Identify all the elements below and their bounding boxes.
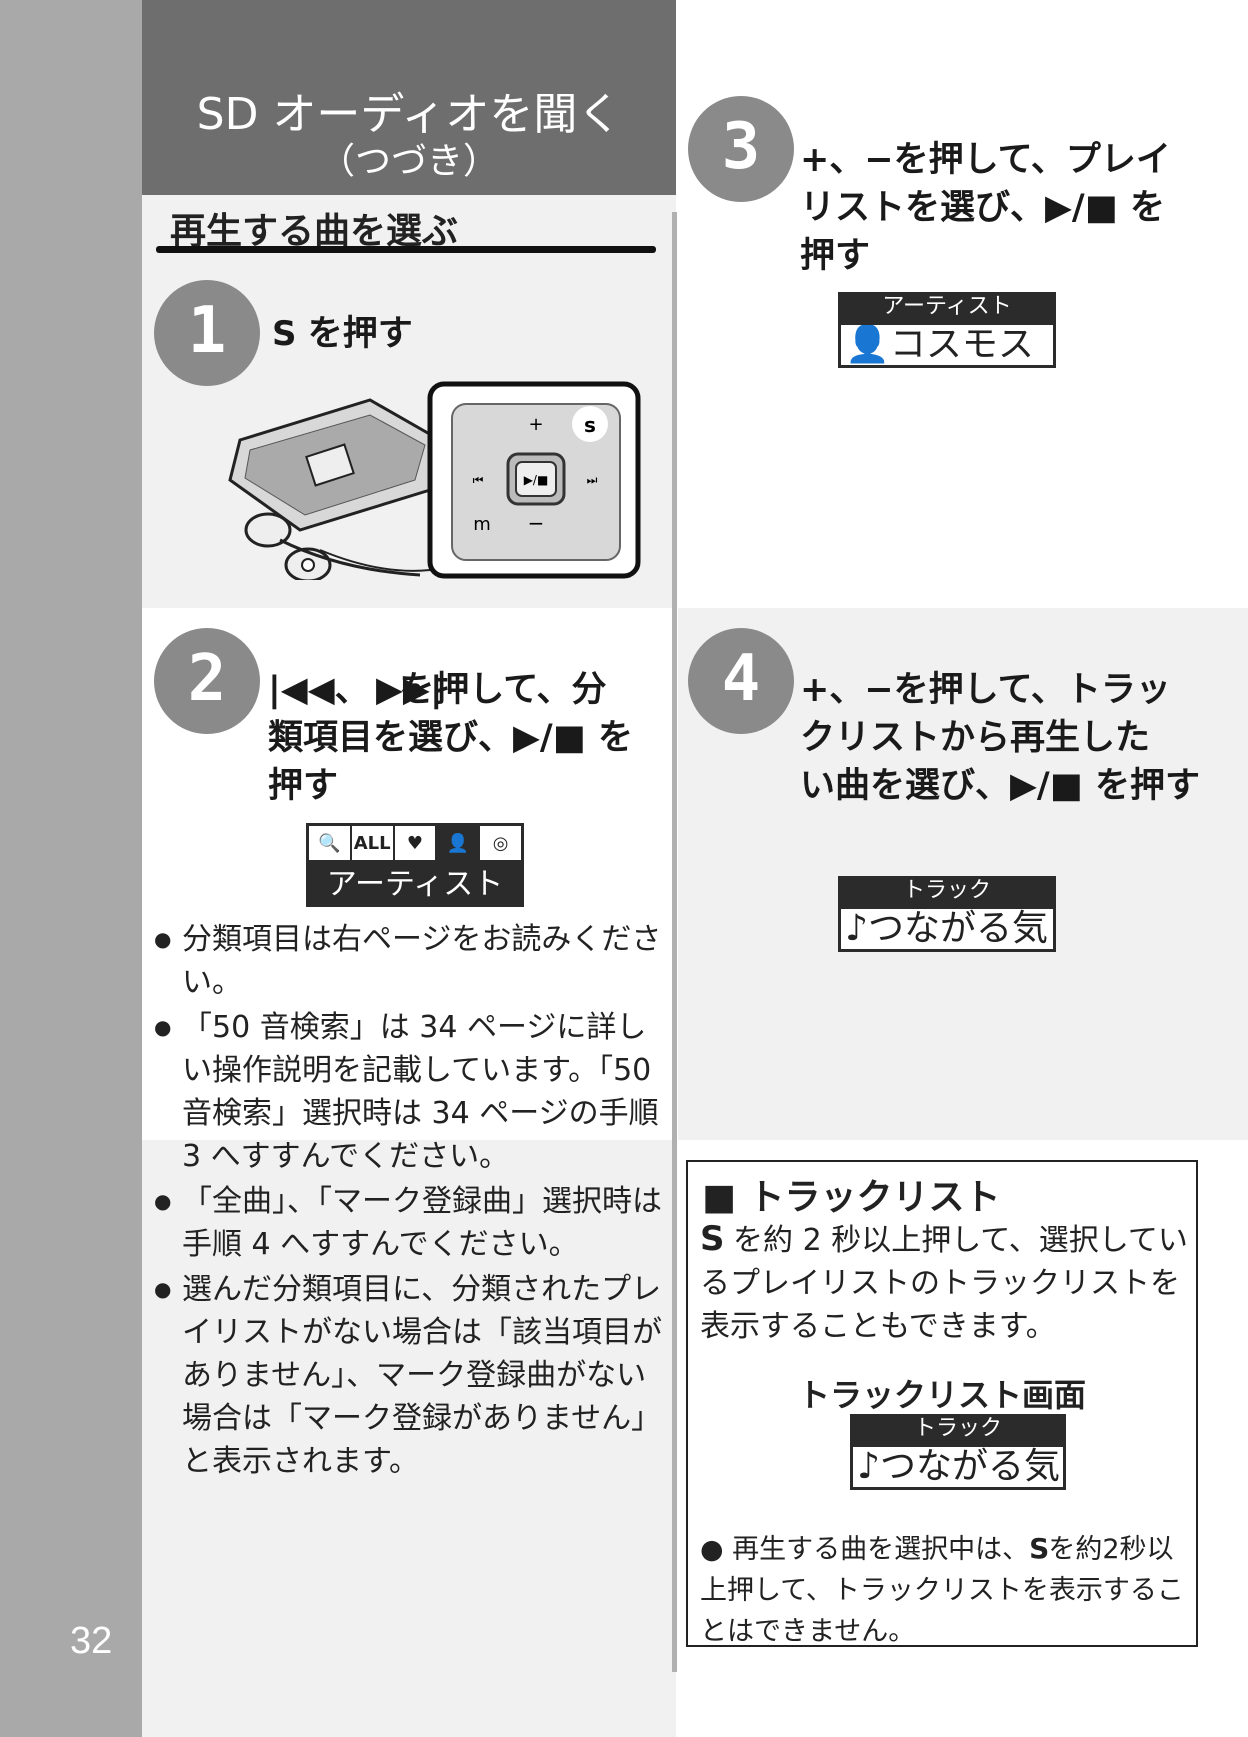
next-track-icon: ▶▶| <box>376 670 443 710</box>
track-list-title: ■ トラックリスト <box>702 1177 1001 1218</box>
s-button-icon: S <box>1029 1532 1049 1565</box>
column-divider <box>672 212 677 1672</box>
list-item: ●分類項目は右ページをお読みください。 <box>154 922 662 1000</box>
step-2-text: |◀◀、 を押して、分 類項目を選び、▶/■ を 押す <box>268 670 633 806</box>
screen-header: アーティスト <box>882 294 1012 319</box>
step-1-badge: 1 <box>154 280 260 386</box>
page-subtitle: （つづき） <box>318 141 499 182</box>
page-title: SD オーディオを聞く <box>196 89 622 140</box>
screen-header: トラック <box>913 1416 1002 1441</box>
device-illustration: s + − m ⏮ ⏭ ▶/■ <box>228 381 641 580</box>
list-item: ●「50 音検索」は 34 ページに詳しい操作説明を記載しています。「50 音検… <box>154 1010 659 1174</box>
step-3-text: +、−を押して、プレイ リストを選び、▶/■ を 押す <box>800 140 1171 276</box>
svg-text:▶/■: ▶/■ <box>524 473 549 487</box>
svg-text:s: s <box>584 413 596 437</box>
prev-button: ⏮ <box>473 473 484 487</box>
notes-list: ●分類項目は右ページをお読みください。 ●「50 音検索」は 34 ページに詳し… <box>150 918 670 1485</box>
player-body-icon <box>228 398 442 532</box>
page-number: 32 <box>70 1620 113 1662</box>
track-list-note: ● 再生する曲を選択中は、Sを約2秒以上押して、トラックリストを表示することはで… <box>700 1528 1190 1652</box>
screen-header: トラック <box>902 878 991 903</box>
earphone-icon <box>244 512 431 580</box>
step-2-badge: 2 <box>154 628 260 734</box>
track-list-description: S を約 2 秒以上押して、選択しているプレイリストのトラックリストを表示するこ… <box>700 1219 1188 1344</box>
step-4-screen: トラック ♪つながる気 <box>838 876 1056 952</box>
s-button-zoom-icon <box>572 406 608 442</box>
track-list-screen-heading: トラックリスト画面 <box>797 1376 1086 1414</box>
artist-icon: 👤 <box>437 826 479 860</box>
disc-icon: ◎ <box>480 826 521 860</box>
prev-track-icon: |◀◀ <box>268 670 335 710</box>
m-button: m <box>473 514 491 535</box>
step-4-badge: 4 <box>688 628 794 734</box>
step-3-badge: 3 <box>688 96 794 202</box>
section-heading: 再生する曲を選ぶ <box>170 211 459 252</box>
note-icon: ♪ <box>845 908 868 949</box>
screen-value: つながる気 <box>879 1446 1060 1487</box>
heart-icon: ♥ <box>394 826 436 860</box>
person-icon: 👤 <box>845 324 890 365</box>
title-block: SD オーディオを聞く （つづき） <box>142 0 676 195</box>
next-button: ⏭ <box>587 473 598 487</box>
list-item: ●「全曲」、「マーク登録曲」選択時は手順 4 へすすんでください。 <box>154 1184 662 1262</box>
track-list-screen: トラック ♪つながる気 <box>850 1414 1066 1490</box>
note-icon: ♪ <box>857 1446 880 1487</box>
s-button-icon: S <box>700 1219 724 1259</box>
step-1-text: S を押す <box>272 310 413 358</box>
control-panel-zoom: s + − m ⏮ ⏭ ▶/■ <box>427 381 641 579</box>
page-sidebar <box>0 0 142 1737</box>
plus-button: + <box>528 414 543 435</box>
list-item: ●選んだ分類項目に、分類されたプレイリストがない場合は「該当項目がありません」、… <box>154 1272 662 1479</box>
search-icon: 🔍 <box>309 826 350 860</box>
step-4-text: +、−を押して、トラッ クリストから再生した い曲を選び、▶/■ を押す <box>800 670 1200 806</box>
category-icon-row: 🔍 ALL ♥ 👤 ◎ <box>306 823 524 863</box>
track-list-box: ■ トラックリスト S を約 2 秒以上押して、選択しているプレイリストのトラッ… <box>686 1160 1198 1647</box>
screen-value: コスモス <box>889 324 1034 365</box>
heading-rule <box>156 246 656 253</box>
screen-value: つながる気 <box>867 908 1048 949</box>
s-button-icon: S <box>272 314 296 354</box>
step-3-screen: アーティスト 👤コスモス <box>838 292 1056 368</box>
all-icon: ALL <box>351 826 393 860</box>
category-label: アーティスト <box>306 863 524 907</box>
minus-button: − <box>528 511 545 535</box>
